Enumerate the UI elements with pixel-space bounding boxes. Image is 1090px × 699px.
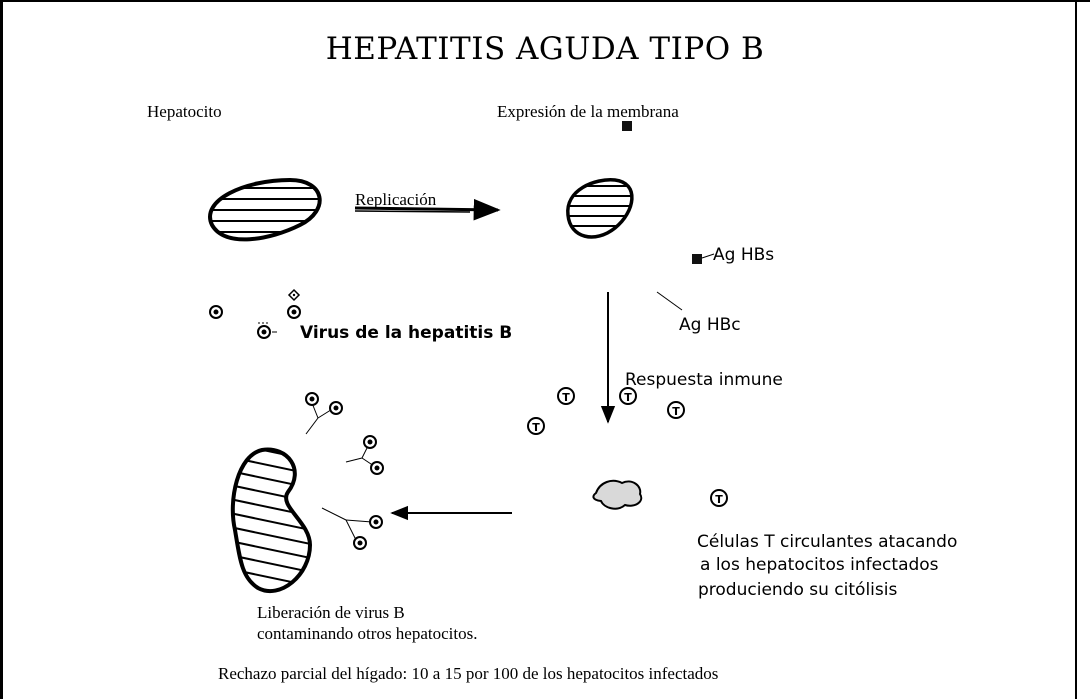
svg-text:T: T	[715, 493, 723, 506]
lysed-hepatocyte	[593, 481, 641, 509]
virus-cluster	[306, 393, 342, 434]
virus-particle	[288, 306, 300, 318]
svg-text:T: T	[532, 421, 540, 434]
t-cell: T	[528, 418, 544, 434]
t-cell: T	[668, 402, 684, 418]
replication-arrow	[355, 208, 498, 212]
t-cell: T	[620, 388, 636, 404]
ag-hbc-leader	[657, 292, 682, 310]
svg-text:T: T	[562, 391, 570, 404]
ag-hbs-marker	[692, 254, 714, 264]
virus-cluster	[322, 508, 382, 549]
virus-particle	[258, 326, 270, 338]
membrane-antigen-marker	[622, 121, 632, 131]
infected-hepatocyte-cell	[560, 180, 645, 237]
new-hepatocyte-cell	[225, 442, 320, 591]
virus-cluster	[346, 436, 383, 474]
virus-particle	[210, 306, 222, 318]
t-cell: T	[558, 388, 574, 404]
released-virus-clusters	[306, 393, 383, 549]
svg-text:T: T	[672, 405, 680, 418]
t-cell: T	[711, 490, 727, 506]
svg-text:T: T	[624, 391, 632, 404]
hepatocyte-cell	[195, 180, 335, 239]
virus-particles	[210, 290, 300, 338]
